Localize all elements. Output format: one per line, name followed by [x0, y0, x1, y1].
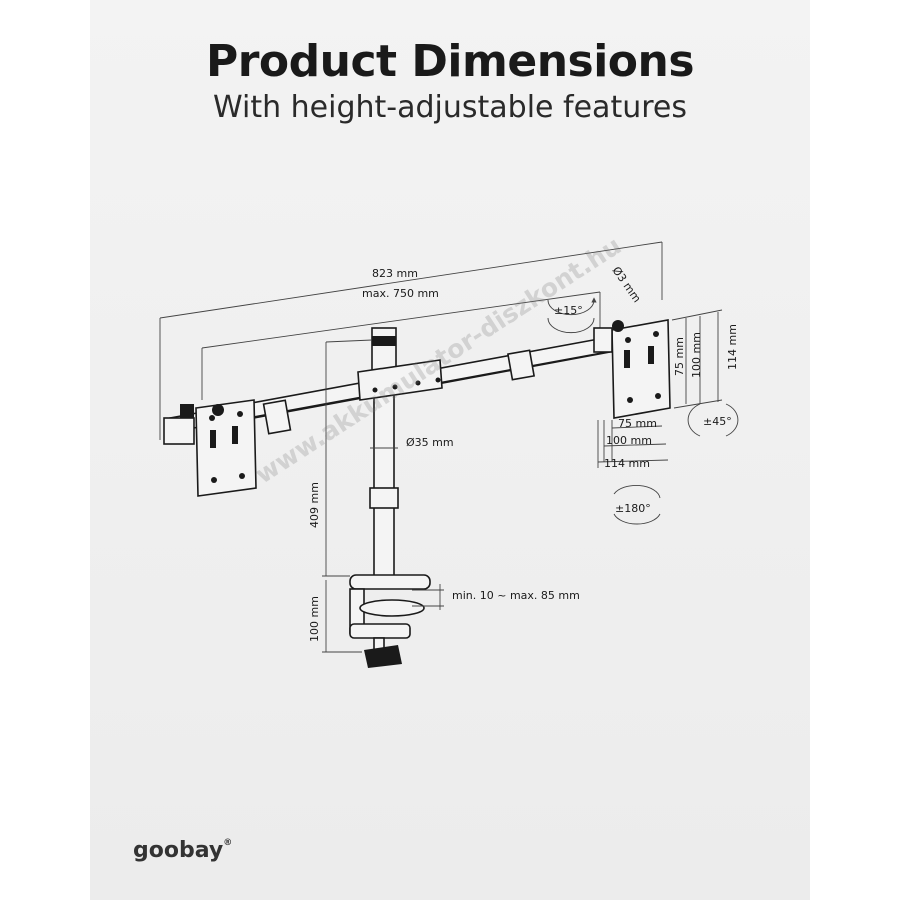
right-vesa-plate	[593, 319, 671, 419]
rotation-swivel: ±45°	[687, 403, 739, 437]
dim-clamp-height: 100 mm	[308, 580, 362, 653]
dim-clamp-range: min. 10 ~ max. 85 mm	[412, 584, 580, 610]
dim-vesa-heights: 75 mm 100 mm 114 mm	[671, 309, 739, 409]
label-arm-width: max. 750 mm	[362, 287, 439, 300]
page-title: Product Dimensions	[205, 36, 695, 87]
label-vesa-h-75: 75 mm	[673, 337, 686, 376]
page-subtitle: With height-adjustable features	[213, 90, 687, 125]
label-arm-thickness: Ø3 mm	[610, 264, 644, 305]
left-vesa-plate	[163, 399, 257, 497]
label-total-width: 823 mm	[372, 267, 418, 280]
label-pole-diameter: Ø35 mm	[406, 436, 454, 449]
label-vesa-w-100: 100 mm	[606, 434, 652, 447]
label-tilt: ±15°	[554, 304, 583, 317]
label-clamp-range: min. 10 ~ max. 85 mm	[452, 589, 580, 602]
label-swivel: ±45°	[703, 415, 732, 428]
dim-vesa-widths: 75 mm 100 mm 114 mm	[597, 417, 669, 470]
rotation-tilt: ±15°	[547, 297, 597, 334]
label-vesa-w-114: 114 mm	[604, 457, 650, 470]
brand-logo[interactable]: goobay®	[133, 838, 232, 863]
label-vesa-h-114: 114 mm	[726, 324, 739, 370]
dim-pole-height: 409 mm	[308, 339, 373, 577]
desk-clamp	[349, 574, 431, 668]
brand-name: goobay	[133, 838, 224, 863]
rotation-rotate: ±180°	[613, 484, 661, 525]
dim-pole-diameter: Ø35 mm	[370, 436, 454, 449]
label-pole-height: 409 mm	[308, 482, 321, 528]
label-vesa-h-100: 100 mm	[690, 332, 703, 378]
centre-pole	[357, 327, 443, 589]
label-vesa-w-75: 75 mm	[618, 417, 657, 430]
registered-mark: ®	[223, 838, 233, 848]
label-rotate: ±180°	[615, 502, 651, 515]
dim-total-width: 823 mm	[159, 241, 663, 440]
label-clamp-height: 100 mm	[308, 596, 321, 642]
dim-arm-width: max. 750 mm	[201, 287, 601, 400]
